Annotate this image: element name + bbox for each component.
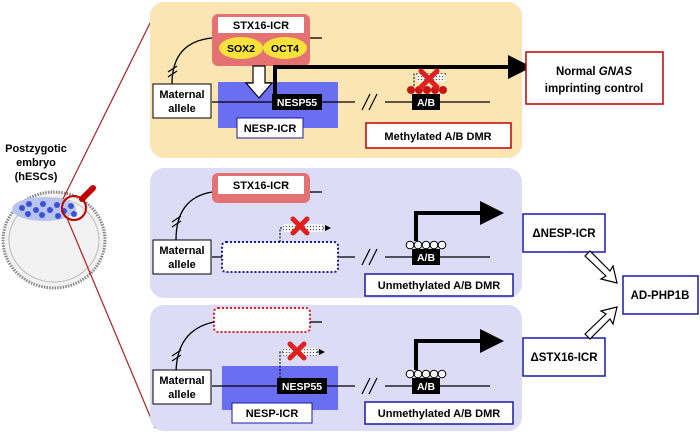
panel-normal: STX16-ICR SOX2 OCT4 NESP-ICR Maternal al… — [150, 2, 532, 158]
embryo-title-line2: embryo — [16, 157, 56, 169]
zoom-line-top — [62, 12, 156, 200]
sox2-label: SOX2 — [227, 43, 255, 55]
nesp55-box — [272, 94, 322, 110]
chromatin-loop — [175, 321, 215, 375]
red-x-icon — [418, 68, 440, 90]
deletion-label-stx16: ΔSTX16-ICR — [530, 352, 598, 364]
maternal-allele-label-1: Maternal — [159, 375, 204, 387]
dmr-status-box — [365, 122, 512, 149]
sox2-factor — [219, 37, 263, 59]
chromatin-loop — [171, 37, 213, 85]
maternal-allele-box — [152, 83, 212, 119]
magnifier-icon — [61, 185, 96, 221]
unmethylated-marks — [405, 240, 447, 250]
maternal-allele-box — [152, 369, 212, 405]
nesp-icr-label: NESP-ICR — [246, 408, 299, 420]
result-box — [622, 275, 699, 315]
maternal-allele-label-2: allele — [168, 103, 196, 115]
converge-arrow-bottom — [584, 306, 618, 340]
zoom-line-bottom — [66, 217, 156, 429]
deleted-nesp-icr — [221, 241, 339, 273]
panel-nesp-deletion: STX16-ICR Maternal allele A/B — [150, 168, 522, 298]
oct4-label: OCT4 — [271, 43, 299, 55]
activation-arrow — [244, 65, 274, 99]
deletion-label-nesp: ΔNESP-ICR — [532, 228, 596, 240]
converge-arrow-top — [584, 250, 618, 284]
nesp55-transcript-arrow — [273, 55, 532, 94]
stx16-icr-labelbox — [218, 17, 304, 33]
result-label: AD-PHP1B — [631, 290, 690, 302]
break-mark — [167, 65, 178, 73]
dmr-status-label: Unmethylated A/B DMR — [378, 408, 500, 420]
maternal-allele-box — [152, 239, 212, 275]
oct4-factor — [263, 37, 307, 59]
chromatin-loop — [175, 191, 213, 241]
nesp-icr-label: NESP-ICR — [244, 123, 297, 135]
stx16-icr-label: STX16-ICR — [233, 20, 289, 32]
ab-box — [412, 94, 440, 110]
ab-label: A/B — [417, 97, 436, 109]
ab-box — [412, 378, 440, 394]
outcome-label-1: Normal GNAS — [556, 66, 632, 78]
nesp55-label: NESP55 — [282, 381, 322, 393]
maternal-allele-label-2: allele — [168, 259, 196, 271]
red-x-icon — [287, 341, 307, 361]
deleted-stx16-icr — [213, 307, 311, 333]
dmr-status-label: Methylated A/B DMR — [384, 131, 491, 143]
stx16-icr-label: STX16-ICR — [233, 180, 289, 192]
embryo-illustration: Postzygotic embryo (hESCs) — [1, 143, 107, 290]
inner-cell-mass — [12, 197, 77, 221]
unmethylated-marks — [405, 369, 447, 379]
ab-transcript-arrow — [414, 201, 504, 241]
embryo-title-line1: Postzygotic — [5, 143, 67, 155]
nesp-icr-labelbox — [236, 117, 304, 139]
dmr-status-label: Unmethylated A/B DMR — [378, 280, 500, 292]
red-x-icon — [290, 216, 310, 236]
outcome-box — [525, 51, 664, 105]
embryo-title-line3: (hESCs) — [15, 171, 58, 183]
dmr-status-box — [364, 401, 514, 425]
methylation-marks — [407, 86, 447, 94]
nesp55-box — [277, 378, 327, 394]
maternal-allele-label-1: Maternal — [159, 245, 204, 257]
maternal-allele-label-1: Maternal — [159, 89, 204, 101]
deletion-label-box — [522, 337, 606, 377]
panel-stx16-deletion: NESP-ICR Maternal allele NESP55 A/B Unme… — [150, 305, 522, 431]
deletion-label-box — [522, 213, 606, 253]
dmr-status-box — [364, 273, 514, 297]
outcome-label-2: imprinting control — [545, 83, 643, 95]
maternal-allele-label-2: allele — [168, 389, 196, 401]
ab-box — [412, 249, 440, 265]
ab-label: A/B — [417, 252, 436, 264]
ab-transcript-arrow — [414, 329, 504, 370]
nesp55-label: NESP55 — [277, 97, 317, 109]
ab-label: A/B — [417, 381, 436, 393]
